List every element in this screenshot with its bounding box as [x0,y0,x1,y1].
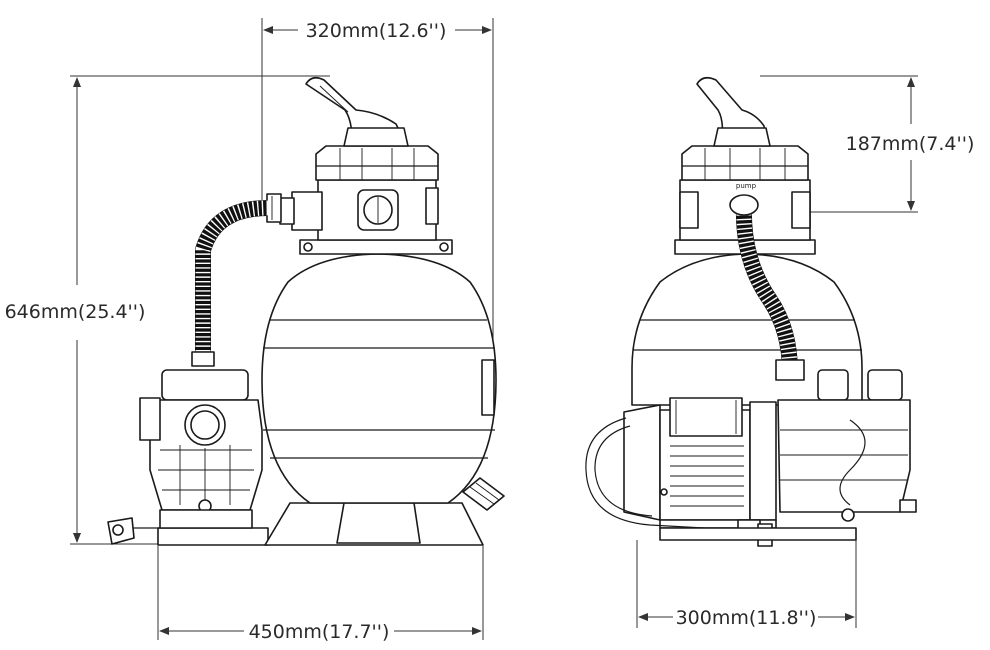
side-pump-housing [777,369,917,522]
valve-top-cover [315,145,439,181]
dimension-left-height: 646mm(25.4'') [5,75,330,545]
power-plug [107,517,160,545]
dimension-label-left-height: 646mm(25.4'') [5,301,146,323]
valve-handle [305,76,405,141]
power-cable [585,417,741,531]
valve-tag-label: pump [736,182,757,190]
side-base-plate [659,527,857,541]
filter-tank [261,253,497,504]
tank-side-label [481,359,495,416]
motor-terminal-box [669,397,743,437]
front-view [107,76,505,546]
tank-collar-clamp [299,239,453,255]
pump-base-plate [157,527,269,546]
pump-motor [623,397,777,529]
valve-inlet-connector [266,191,323,231]
side-valve-handle [696,76,767,141]
valve-side-port [425,187,439,225]
dimension-label-right-valve-height: 187mm(7.4'') [846,133,975,155]
dimension-bottom-left-width: 450mm(17.7'') [157,546,484,643]
connecting-hose [195,200,269,362]
dimension-label-bottom-left-width: 450mm(17.7'') [249,621,390,643]
dimension-label-top-width: 320mm(12.6'') [306,20,447,42]
side-view: pump [585,76,917,547]
drain-outlet [462,477,505,511]
dimension-bottom-right-width: 300mm(11.8'') [636,540,857,629]
pump-unit [139,369,263,529]
filter-base-foot [336,502,421,544]
dimension-top-width: 320mm(12.6'') [261,18,494,340]
dimension-label-bottom-right-width: 300mm(11.8'') [676,607,817,629]
pump-lid [161,369,249,401]
dimension-right-valve-height: 187mm(7.4'') [760,75,975,213]
